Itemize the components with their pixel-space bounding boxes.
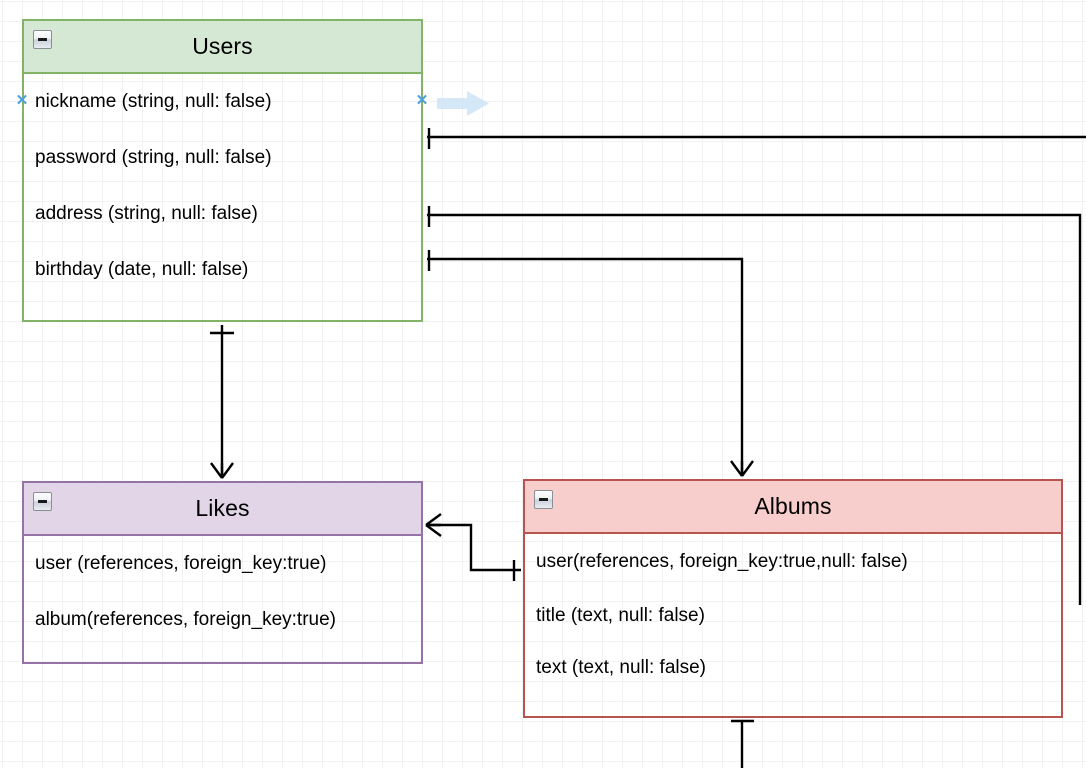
attribute-label: album(references, foreign_key:true) <box>35 609 336 630</box>
edge-albums-bottom[interactable] <box>731 719 754 768</box>
entity-likes-header[interactable]: Likes <box>24 483 421 536</box>
entity-albums-title: Albums <box>754 493 832 519</box>
minus-icon[interactable] <box>33 30 52 49</box>
attribute-label: nickname (string, null: false) <box>35 91 272 112</box>
connect-handle-left[interactable]: ✕ <box>15 92 29 109</box>
attribute-row[interactable]: user (references, foreign_key:true) <box>24 536 421 592</box>
minus-icon[interactable] <box>534 490 553 509</box>
attribute-label: user(references, foreign_key:true,null: … <box>536 551 908 572</box>
edge-likes-albums[interactable] <box>425 513 521 581</box>
attribute-label: title (text, null: false) <box>536 605 705 626</box>
edge-users-likes[interactable] <box>210 325 234 479</box>
attribute-row[interactable]: text (text, null: false) <box>525 642 1061 694</box>
entity-likes-title: Likes <box>195 495 250 521</box>
entity-albums-attributes: user(references, foreign_key:true,null: … <box>525 534 1061 694</box>
attribute-row[interactable]: title (text, null: false) <box>525 590 1061 642</box>
edge-users-right-a[interactable] <box>427 128 1086 149</box>
attribute-label: user (references, foreign_key:true) <box>35 553 327 574</box>
entity-users[interactable]: Users nickname (string, null: false) pas… <box>22 19 423 322</box>
minus-icon[interactable] <box>33 492 52 511</box>
direction-arrow-right-icon[interactable] <box>437 91 489 116</box>
entity-albums[interactable]: Albums user(references, foreign_key:true… <box>523 479 1063 718</box>
attribute-label: password (string, null: false) <box>35 147 272 168</box>
attribute-label: text (text, null: false) <box>536 657 707 678</box>
attribute-row[interactable]: password (string, null: false) <box>24 130 421 186</box>
edge-users-albums[interactable] <box>427 250 754 477</box>
attribute-row[interactable]: album(references, foreign_key:true) <box>24 592 421 648</box>
connect-handle-right[interactable]: ✕ <box>415 92 429 109</box>
attribute-row[interactable]: nickname (string, null: false) <box>24 74 421 130</box>
attribute-label: address (string, null: false) <box>35 203 258 224</box>
entity-users-attributes: nickname (string, null: false) password … <box>24 74 421 298</box>
entity-users-title: Users <box>192 33 253 59</box>
attribute-row[interactable]: address (string, null: false) <box>24 186 421 242</box>
entity-users-header[interactable]: Users <box>24 21 421 74</box>
entity-likes-attributes: user (references, foreign_key:true) albu… <box>24 536 421 648</box>
attribute-row[interactable]: user(references, foreign_key:true,null: … <box>525 534 1061 590</box>
attribute-row[interactable]: birthday (date, null: false) <box>24 242 421 298</box>
entity-albums-header[interactable]: Albums <box>525 481 1061 534</box>
attribute-label: birthday (date, null: false) <box>35 259 249 280</box>
entity-likes[interactable]: Likes user (references, foreign_key:true… <box>22 481 423 664</box>
